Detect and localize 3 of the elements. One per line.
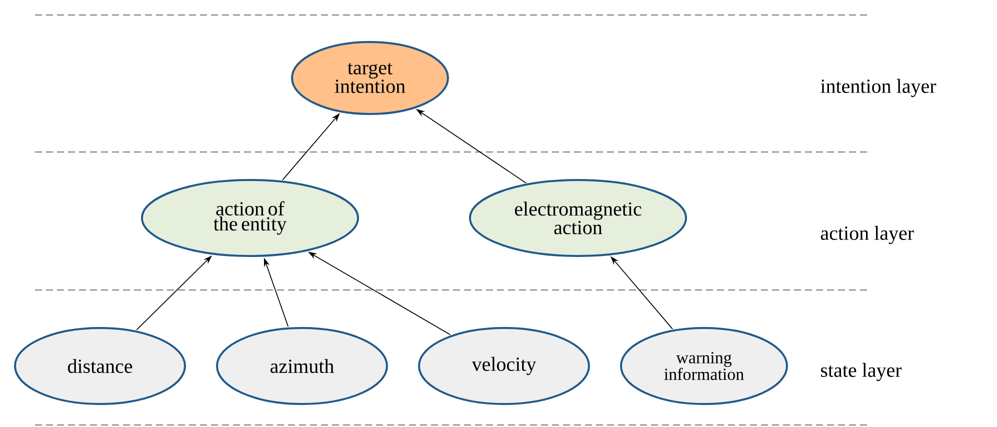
layer-label: action layer bbox=[820, 226, 914, 244]
layer-label: state layer bbox=[821, 362, 902, 382]
layer-label: intention layer bbox=[820, 78, 936, 98]
